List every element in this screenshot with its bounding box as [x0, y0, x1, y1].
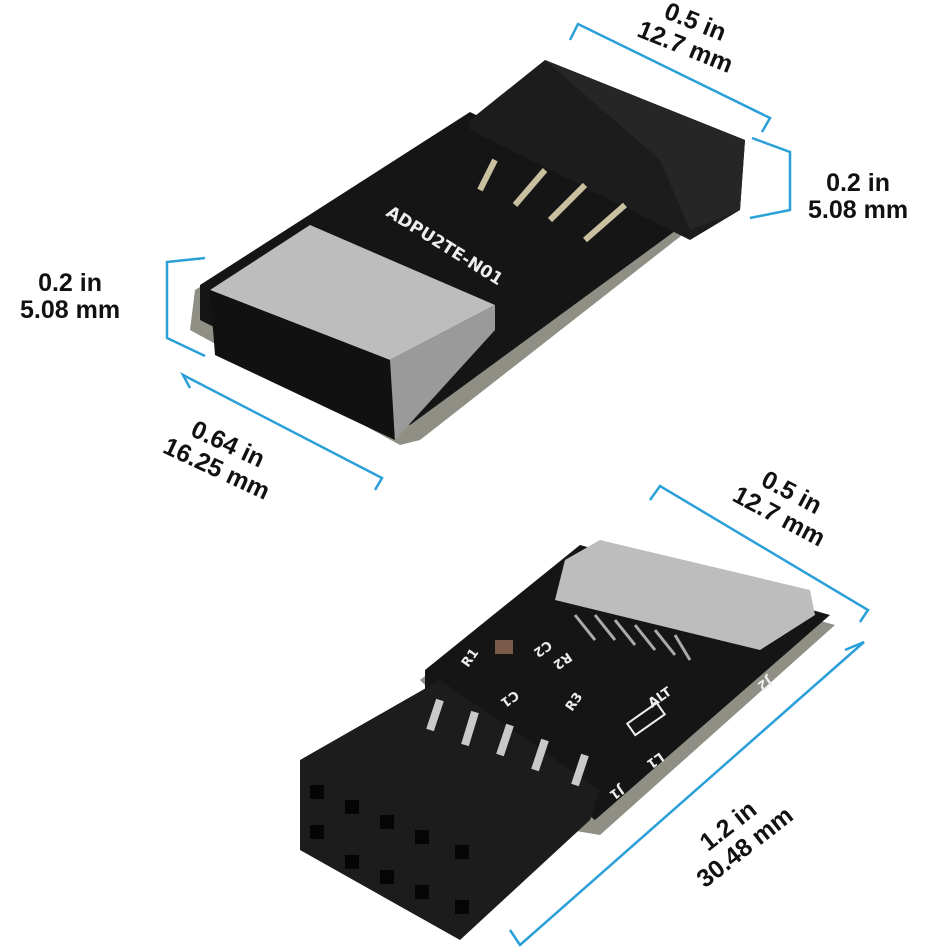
l1-pad-outline — [625, 701, 667, 737]
header-pins — [477, 158, 627, 243]
pin-header — [300, 680, 600, 940]
usb-c-shell — [210, 225, 495, 360]
connector-pins — [573, 614, 692, 661]
header-pins — [426, 698, 589, 787]
usb-c-opening — [210, 290, 395, 440]
top-port-height-dimension: 0.2 in 5.08 mm — [20, 269, 121, 324]
dimension-lines — [165, 22, 870, 947]
capacitor — [495, 640, 513, 654]
top-header-height-dimension: 0.2 in 5.08 mm — [808, 169, 909, 224]
usb-c-shell — [555, 540, 815, 650]
silkscreen-j2: J2 — [754, 672, 775, 693]
bottom-adapter-board: R1 C1 C2 R2 R3 ALT L1 J1 J2 — [300, 540, 835, 940]
top-adapter-board: ADPU2TE-N01 — [190, 60, 745, 445]
silkscreen-j1: J1 — [606, 781, 627, 802]
header-holes — [310, 785, 469, 914]
